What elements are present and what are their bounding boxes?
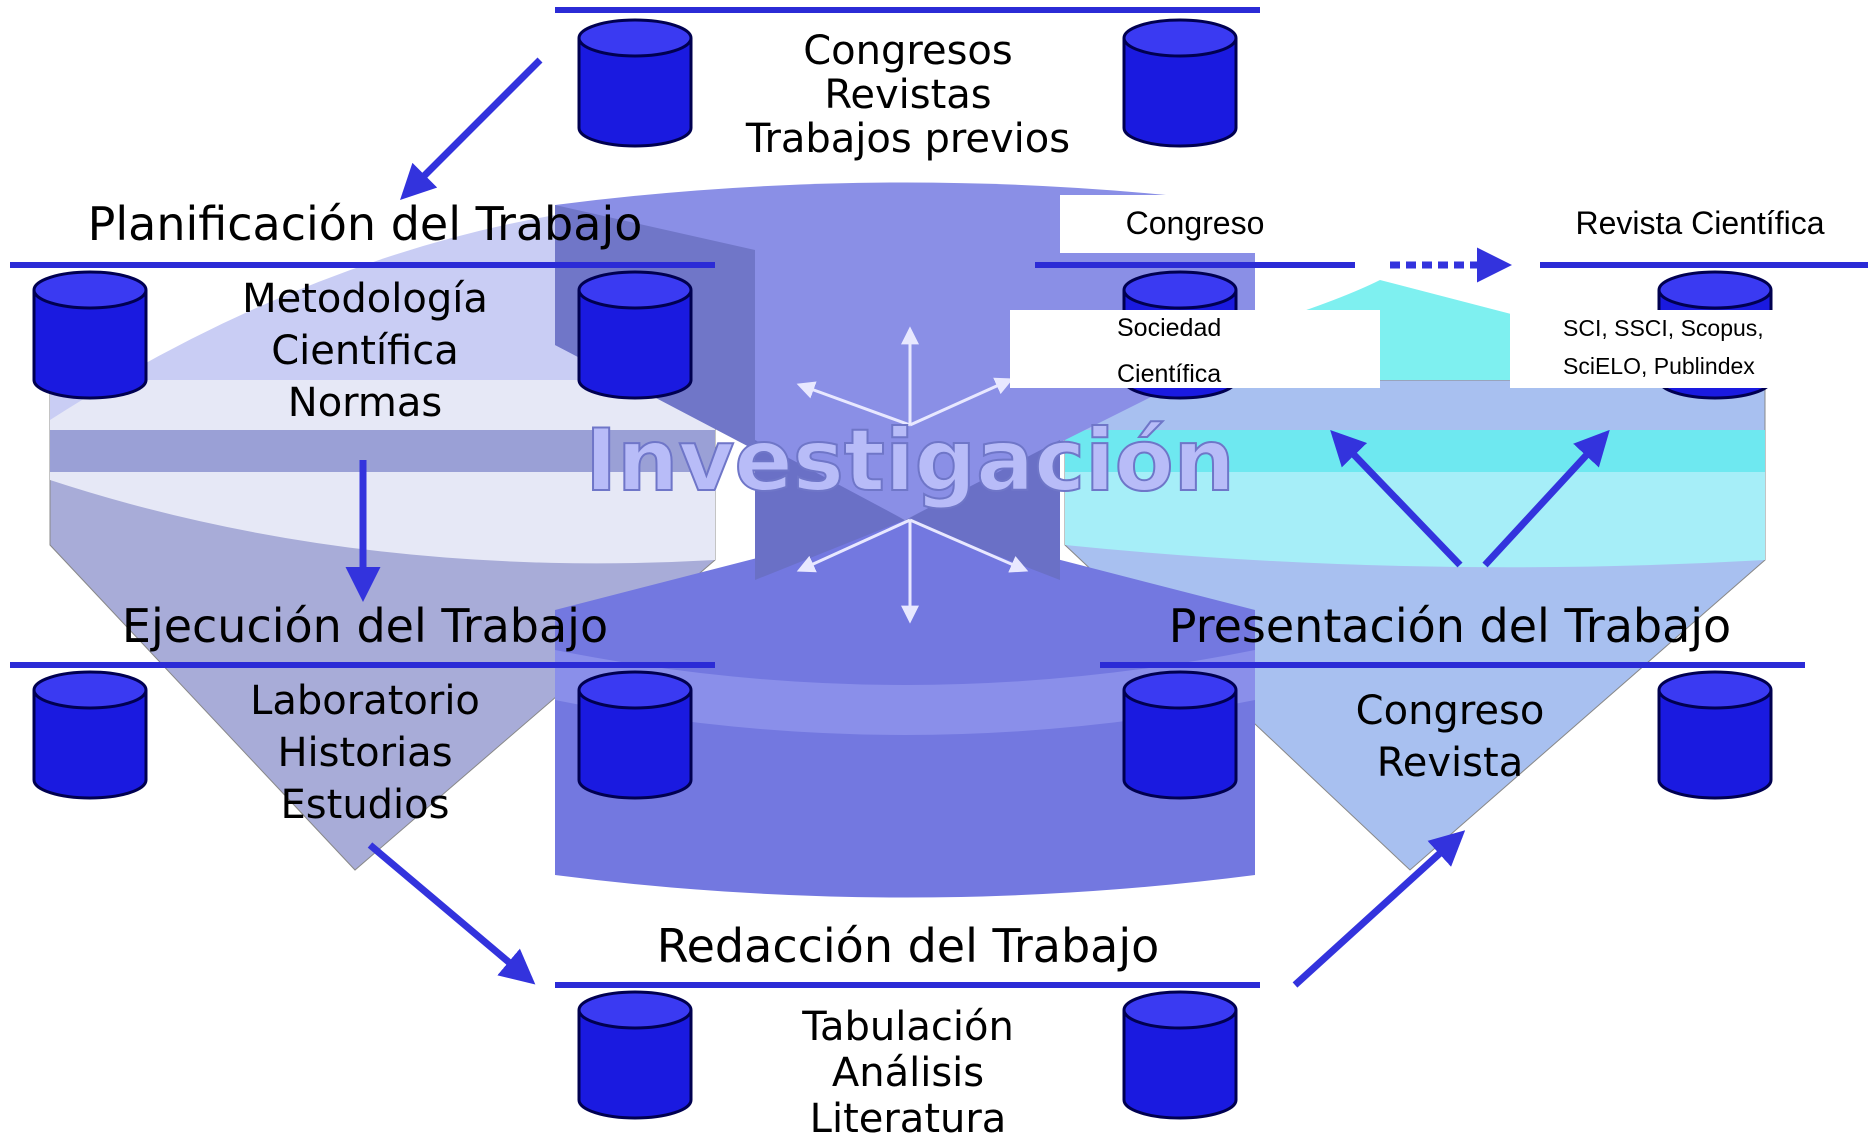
- database-icon: [1122, 990, 1238, 1120]
- arrow-presentation-to-journal: [1482, 429, 1610, 568]
- sources-block: Congresos Revistas Trabajos previos: [745, 28, 1070, 162]
- writing-line: Análisis: [832, 1050, 984, 1096]
- planning-title: Planificación del Trabajo: [88, 197, 643, 251]
- database-icon: [577, 990, 693, 1120]
- center-title: Investigación: [585, 411, 1235, 511]
- execution-title: Ejecución del Trabajo: [122, 599, 608, 653]
- database-icon: [32, 670, 148, 800]
- sources-line: Revistas: [824, 72, 991, 118]
- presentation-block: Presentación del Trabajo Congreso Revist…: [1169, 599, 1731, 786]
- execution-block: Ejecución del Trabajo Laboratorio Histor…: [122, 599, 608, 828]
- sources-line: Congresos: [803, 28, 1012, 74]
- database-icon: [1122, 670, 1238, 800]
- planning-line: Metodología: [242, 276, 488, 322]
- rule-lines: [10, 7, 1868, 988]
- sources-line: Trabajos previos: [745, 116, 1070, 162]
- journal-block: Revista Científica SCI, SSCI, Scopus, Sc…: [1563, 205, 1825, 379]
- planning-line: Normas: [288, 380, 442, 426]
- planning-block: Planificación del Trabajo Metodología Ci…: [88, 197, 643, 426]
- planning-line: Científica: [271, 328, 459, 374]
- journal-line: SciELO, Publindex: [1563, 353, 1755, 379]
- arrow-sources-to-planning: [400, 57, 543, 200]
- database-icon: [1122, 18, 1238, 148]
- arrow-presentation-to-congress: [1330, 429, 1463, 568]
- congress-line: Sociedad: [1117, 314, 1221, 342]
- congress-block: Congreso Sociedad Científica: [1117, 205, 1264, 388]
- database-icon: [577, 18, 693, 148]
- database-icon: [32, 270, 148, 400]
- database-icon: [1657, 670, 1773, 800]
- writing-line: Tabulación: [801, 1004, 1014, 1050]
- execution-line: Historias: [277, 730, 452, 776]
- presentation-line: Revista: [1377, 740, 1523, 786]
- writing-line: Literatura: [810, 1096, 1007, 1139]
- presentation-title: Presentación del Trabajo: [1169, 599, 1731, 653]
- execution-line: Estudios: [281, 782, 450, 828]
- congress-title: Congreso: [1126, 205, 1265, 241]
- execution-line: Laboratorio: [250, 678, 480, 724]
- database-icon: [577, 270, 693, 400]
- journal-line: SCI, SSCI, Scopus,: [1563, 315, 1764, 341]
- arrow-writing-to-presentation: [1292, 830, 1466, 988]
- writing-title: Redacción del Trabajo: [657, 919, 1160, 973]
- flow-arrows: [345, 57, 1610, 988]
- congress-title-box: [1060, 195, 1340, 253]
- arrow-execution-to-writing: [367, 842, 536, 985]
- writing-block: Redacción del Trabajo Tabulación Análisi…: [657, 919, 1160, 1139]
- journal-title: Revista Científica: [1576, 205, 1825, 241]
- presentation-line: Congreso: [1356, 688, 1545, 734]
- congress-line: Científica: [1117, 360, 1221, 388]
- database-icon: [577, 670, 693, 800]
- center-direction-arrows: [796, 326, 1029, 624]
